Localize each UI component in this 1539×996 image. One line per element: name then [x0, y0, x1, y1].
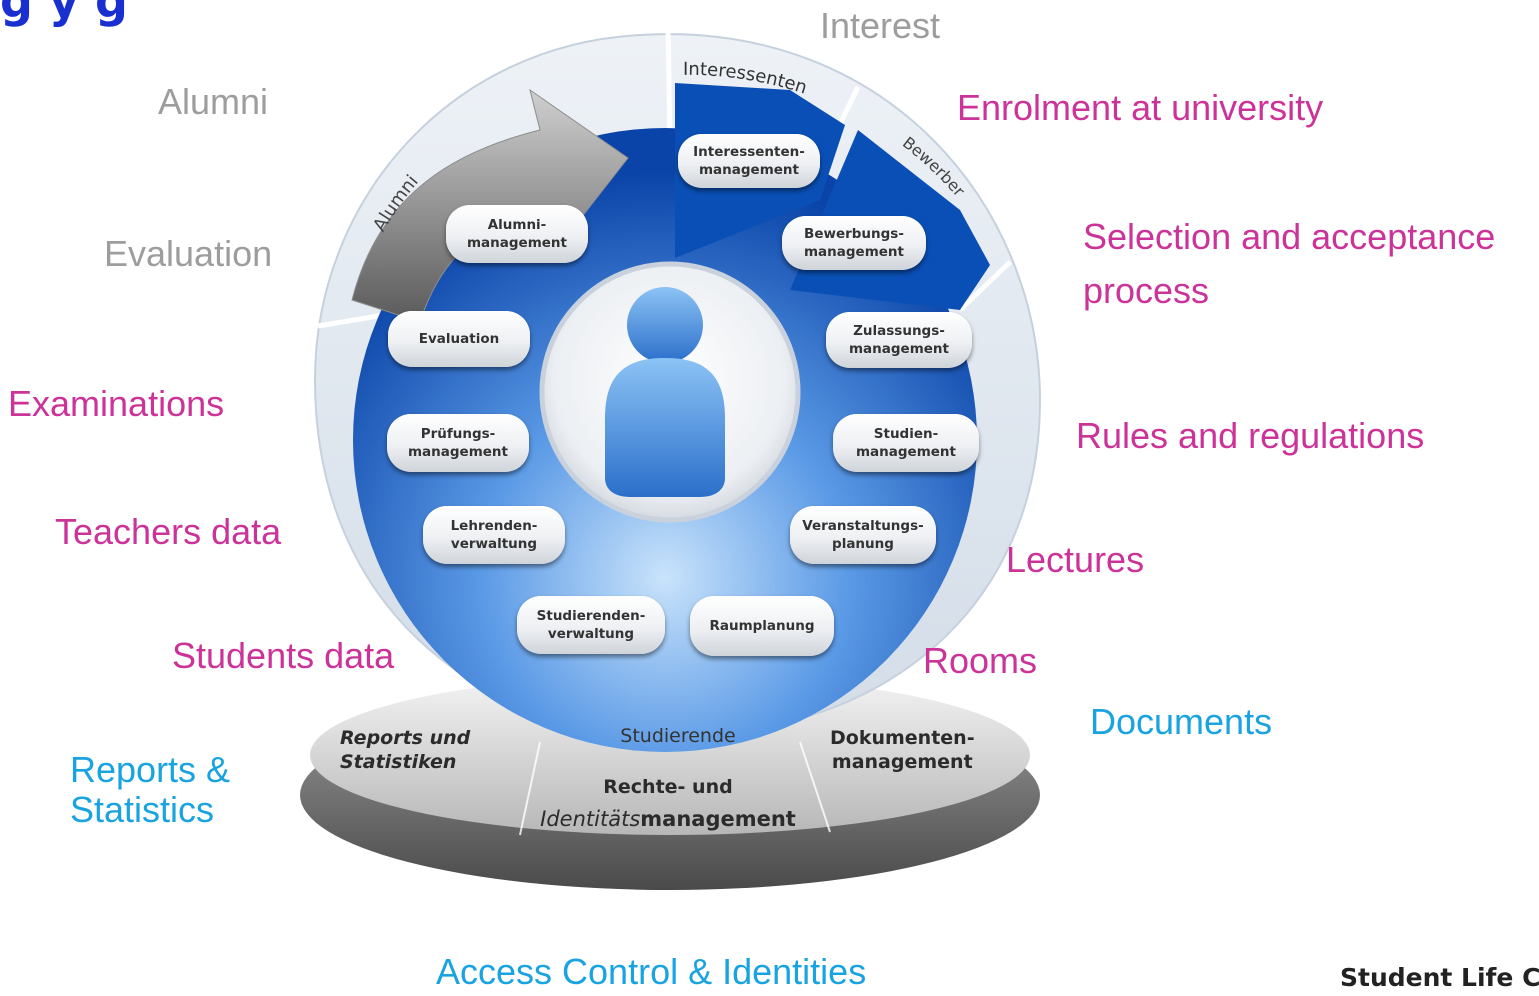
label-evaluation: Evaluation — [104, 233, 273, 274]
label-interest: Interest — [820, 5, 941, 46]
label-rooms: Rooms — [923, 640, 1038, 681]
footer-title: Student Life Cy — [1340, 963, 1539, 992]
base-dokumenten-management: Dokumenten- management — [830, 727, 975, 773]
module-evaluation: Evaluation — [388, 311, 530, 367]
base-rechte-identitaets: Identitäts — [540, 807, 641, 831]
person-icon — [605, 287, 725, 497]
label-access: Access Control & Identities — [436, 951, 867, 992]
label-alumni: Alumni — [158, 81, 269, 122]
module-pruefungs-management: Prüfungs- management — [387, 414, 529, 472]
label-documents: Documents — [1090, 701, 1273, 742]
base-rechte-line2: Identitätsmanagement — [528, 807, 808, 831]
cropped-title: g y g — [0, 0, 128, 28]
label-examinations: Examinations — [8, 383, 225, 424]
module-bewerbungs-management: Bewerbungs- management — [782, 216, 926, 270]
ring-label-studierende: Studierende — [620, 725, 735, 747]
base-rechte-management: management — [640, 807, 796, 831]
module-studien-management: Studien- management — [833, 414, 979, 472]
label-teachers: Teachers data — [55, 511, 282, 552]
base-reports-statistiken: Reports und Statistiken — [340, 727, 471, 773]
module-alumni-management: Alumni- management — [446, 205, 588, 263]
label-students: Students data — [172, 635, 395, 676]
label-rules: Rules and regulations — [1076, 415, 1425, 456]
module-raumplanung: Raumplanung — [690, 596, 834, 656]
base-platform — [300, 675, 1040, 890]
label-selection: Selection and acceptance process — [1083, 216, 1496, 311]
label-reports: Reports & Statistics — [70, 749, 231, 831]
label-enrolment: Enrolment at university — [957, 87, 1324, 128]
module-interessenten-management: Interessenten- management — [678, 134, 820, 188]
module-veranstaltungs-planung: Veranstaltungs- planung — [790, 506, 936, 564]
base-rechte-identitaetsmanagement: Rechte- und Identitätsmanagement — [528, 775, 808, 831]
base-rechte-line1: Rechte- und — [603, 776, 733, 798]
label-lectures: Lectures — [1006, 539, 1145, 580]
module-zulassungs-management: Zulassungs- management — [826, 312, 972, 368]
module-studierenden-verwaltung: Studierenden- verwaltung — [517, 596, 665, 654]
module-lehrenden-verwaltung: Lehrenden- verwaltung — [423, 506, 565, 564]
